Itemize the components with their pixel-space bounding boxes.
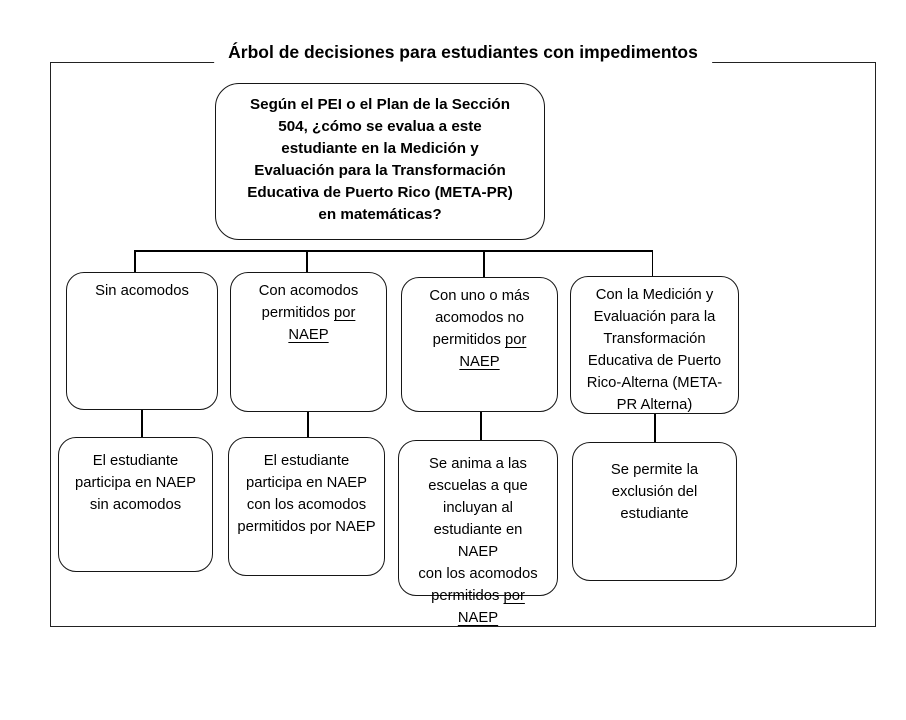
condition-box-acomodos-no-permitidos: Con uno o más acomodos no permitidos por… [401,277,558,412]
connector-stub-outcome-3 [480,412,482,441]
outcome-box-participa-con-acomodos: El estudiante participa en NAEP con los … [228,437,385,576]
connector-stub-outcome-2 [307,412,309,438]
root-question-box: Según el PEI o el Plan de la Sección 504… [215,83,545,240]
connector-stub-branch-3 [483,250,485,278]
outcome-box-anima-escuelas: Se anima a las escuelas a que incluyan a… [398,440,558,626]
outcome-box-participa-sin-acomodos: El estudiante participa en NAEP sin acom… [58,437,213,572]
connector-stub-outcome-1 [141,410,143,438]
connector-stub-branch-4 [651,250,653,277]
connector-stub-outcome-4 [654,414,656,443]
connector-stub-branch-1 [134,250,136,273]
page-title: Árbol de decisiones para estudiantes con… [214,39,712,66]
condition-box-acomodos-permitidos: Con acomodos permitidos por NAEP [230,272,387,412]
condition-box-sin-acomodos: Sin acomodos [66,272,218,410]
outcome-box-exclusion: Se permite la exclusión del estudiante [572,442,737,581]
condition-box-meta-pr-alterna: Con la Medición y Evaluación para la Tra… [570,276,739,414]
connector-branch-hline [134,250,653,252]
connector-stub-branch-2 [306,250,308,273]
